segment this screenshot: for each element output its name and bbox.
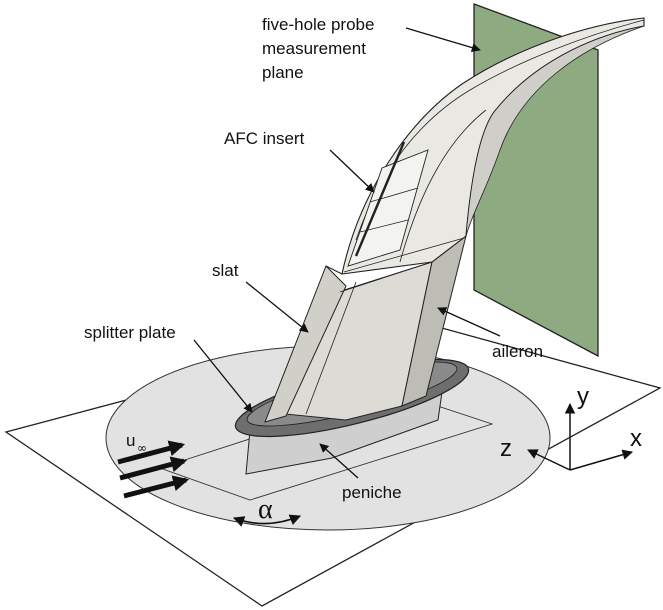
afc-panel-division-2 bbox=[369, 187, 419, 203]
label-afc-insert: AFC insert bbox=[224, 129, 305, 148]
afc-insert-panel bbox=[347, 149, 429, 267]
z-axis-arrow bbox=[527, 449, 571, 471]
freestream-arrow-2 bbox=[119, 456, 188, 481]
leader-splitter-plate bbox=[193, 339, 253, 413]
slat bbox=[264, 265, 347, 423]
freestream-subscript: ∞ bbox=[137, 441, 147, 455]
freestream-arrow-1 bbox=[117, 440, 186, 465]
wing-panel-line-3 bbox=[343, 237, 465, 273]
afc-panel-division-1 bbox=[359, 219, 409, 233]
wing-upper-shadow bbox=[465, 25, 645, 237]
label-slat: slat bbox=[212, 261, 239, 280]
axis-z-label: z bbox=[500, 435, 512, 462]
leader-slat bbox=[245, 281, 309, 333]
axis-x-label: x bbox=[630, 425, 642, 452]
label-probe-plane-line1: five-hole probe bbox=[262, 15, 374, 34]
wing-mid-line bbox=[399, 109, 487, 263]
freestream-arrow-3 bbox=[123, 475, 190, 499]
alpha-arc bbox=[232, 514, 302, 527]
label-aileron: aileron bbox=[492, 342, 543, 361]
leader-peniche bbox=[319, 443, 359, 479]
leader-afc-insert bbox=[329, 149, 375, 193]
label-probe-plane-line2: measurement bbox=[262, 39, 366, 58]
wing-panel-line-1 bbox=[339, 261, 433, 293]
label-peniche: peniche bbox=[342, 483, 402, 502]
slat-edge bbox=[325, 265, 343, 275]
alpha-symbol: α bbox=[258, 494, 273, 525]
leader-probe-plane bbox=[405, 27, 481, 53]
label-probe-plane-line3: plane bbox=[262, 63, 304, 82]
label-splitter-plate: splitter plate bbox=[84, 323, 176, 342]
axis-y-label: y bbox=[577, 383, 589, 410]
x-axis-arrow bbox=[569, 449, 634, 471]
leader-aileron bbox=[437, 307, 501, 337]
freestream-label: u bbox=[126, 431, 135, 450]
wing-panel-line-2 bbox=[305, 281, 357, 415]
